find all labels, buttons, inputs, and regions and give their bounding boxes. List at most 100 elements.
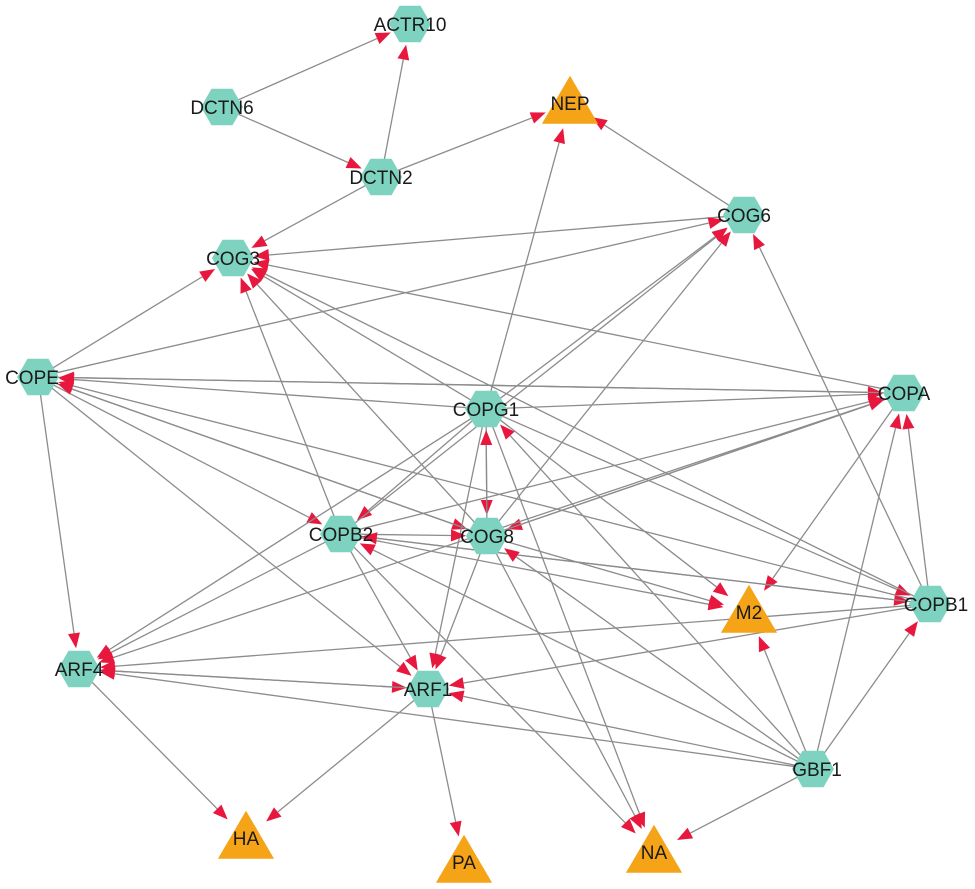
triangle-node-shape	[435, 834, 493, 883]
edge-dctn2-to-actr10	[382, 44, 410, 165]
edge-line	[72, 385, 918, 602]
edge-copb2-to-arf1	[346, 544, 418, 671]
edge-copb1-to-cog6	[753, 233, 926, 593]
edge-line	[372, 549, 803, 764]
edge-line	[39, 389, 75, 634]
hexagon-node-shape	[723, 196, 765, 234]
node-cope[interactable]: COPE	[5, 358, 59, 396]
edge-line	[349, 542, 626, 824]
edge-line	[463, 695, 801, 768]
node-copg1[interactable]: COPG1	[453, 390, 520, 428]
edge-copb1-to-copb2	[361, 532, 918, 604]
node-nep[interactable]: NEP	[541, 75, 599, 124]
edge-line	[263, 275, 476, 404]
node-label: COPE	[5, 368, 59, 389]
hexagon-node-shape	[466, 517, 508, 555]
edge-cog8-to-cog6	[494, 231, 731, 527]
edge-copg1-to-copb2	[356, 416, 477, 521]
edge-gbf1-to-m2	[758, 636, 809, 758]
node-na[interactable]: NA	[625, 824, 683, 873]
arrowhead	[345, 157, 362, 169]
edge-cog6-to-cog3	[253, 215, 732, 261]
arrowhead	[620, 818, 636, 834]
edge-line	[495, 236, 716, 402]
arrowhead	[251, 267, 268, 280]
node-pa[interactable]: PA	[435, 834, 493, 883]
edge-line	[108, 415, 476, 651]
edge-line	[73, 377, 892, 394]
edge-line	[73, 378, 474, 409]
edge-arf4-to-ha	[87, 677, 228, 820]
edge-copb2-to-cog3	[240, 277, 338, 523]
node-label: COG8	[460, 527, 514, 548]
node-cog3[interactable]: COG3	[206, 239, 260, 277]
edge-line	[515, 556, 804, 763]
node-copb1[interactable]: COPB1	[904, 585, 968, 623]
node-dctn6[interactable]: DCTN6	[190, 88, 254, 126]
arrowhead	[240, 277, 252, 294]
edge-copb1-to-copa	[902, 413, 930, 592]
edge-gbf1-to-copa	[815, 413, 902, 757]
edge-copb2-to-arf4	[97, 539, 331, 660]
edge-copb1-to-cog3	[251, 267, 920, 599]
node-copa[interactable]: COPA	[878, 374, 931, 412]
node-actr10[interactable]: ACTR10	[374, 5, 447, 43]
edge-line	[346, 544, 411, 658]
edge-arf4-to-arf1	[91, 669, 408, 693]
arrowhead	[68, 632, 80, 649]
hexagon-node-shape	[201, 88, 243, 126]
triangle-node-shape	[541, 75, 599, 124]
arrowhead	[764, 575, 778, 591]
edge-line	[50, 222, 710, 375]
edge-line	[353, 401, 870, 532]
hexagon-node-shape	[465, 390, 507, 428]
arrowhead	[629, 812, 642, 830]
arrowhead	[707, 594, 725, 607]
edge-line	[114, 670, 416, 689]
edge-gbf1-to-arf1	[448, 690, 801, 768]
node-arf1[interactable]: ARF1	[404, 670, 453, 708]
edge-copb1-to-arf4	[99, 604, 918, 673]
edge-line	[48, 382, 310, 519]
node-label: M2	[736, 603, 762, 624]
edge-cope-to-copa	[50, 376, 884, 399]
arrowhead	[553, 128, 565, 145]
arrowhead	[99, 667, 116, 680]
arrowhead	[504, 548, 520, 562]
edge-line	[815, 427, 897, 757]
triangle-node-shape	[720, 584, 778, 633]
arrowhead	[677, 827, 694, 840]
edge-line	[264, 182, 371, 242]
node-cog8[interactable]: COG8	[460, 517, 514, 555]
edge-line	[494, 242, 723, 527]
edge-copb1-to-arf1	[448, 605, 918, 689]
edge-arf1-to-pa	[429, 701, 462, 837]
arrowhead	[904, 621, 918, 637]
node-label: COPB2	[309, 525, 373, 546]
node-arf4[interactable]: ARF4	[55, 650, 104, 688]
node-gbf1[interactable]: GBF1	[792, 750, 842, 788]
edge-cog6-to-nep	[591, 117, 734, 209]
edge-line	[233, 37, 378, 103]
node-label: ARF1	[404, 680, 453, 701]
edge-line	[498, 404, 871, 533]
edge-line	[772, 402, 898, 579]
node-copb2[interactable]: COPB2	[309, 515, 373, 553]
edge-cog8-to-copa	[498, 399, 885, 533]
edge-copg1-to-na	[489, 420, 646, 828]
node-dctn2[interactable]: DCTN2	[349, 158, 413, 196]
edge-cog8-to-na	[492, 546, 642, 830]
node-m2[interactable]: M2	[720, 584, 778, 633]
edge-line	[604, 124, 734, 209]
arrowhead	[266, 807, 282, 822]
node-label: COPB1	[904, 595, 968, 616]
edge-line	[114, 604, 918, 667]
node-label: PA	[452, 853, 476, 874]
node-cog6[interactable]: COG6	[717, 196, 771, 234]
node-ha[interactable]: HA	[217, 810, 275, 859]
arrowhead	[397, 44, 410, 61]
edge-line	[907, 428, 930, 592]
arrowhead	[868, 399, 885, 411]
arrowhead	[359, 543, 376, 556]
